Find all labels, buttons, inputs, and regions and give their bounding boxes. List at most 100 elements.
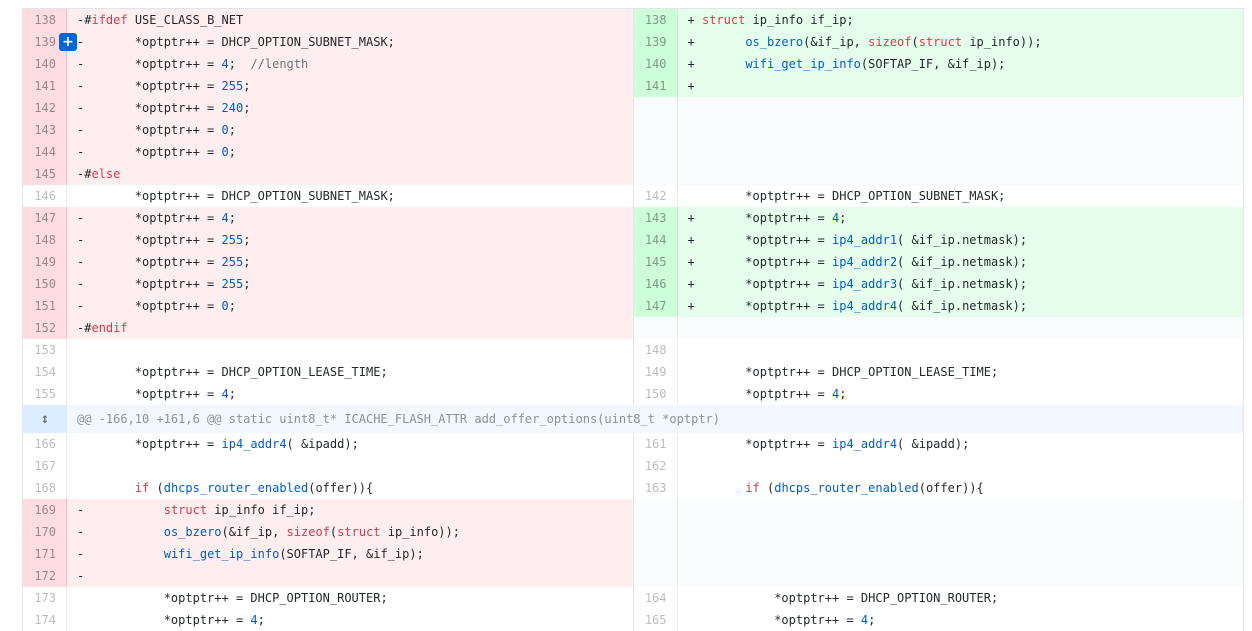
code-line: - *optptr++ = 255; [67,75,633,97]
line-number[interactable]: 140 [23,53,67,75]
line-number[interactable]: 145 [23,163,67,185]
code-line: - *optptr++ = 240; [67,97,633,119]
line-number[interactable] [633,565,678,587]
line-number[interactable]: 148 [23,229,67,251]
diff-marker: - [77,79,85,93]
line-number[interactable]: 138 [633,9,678,31]
line-number[interactable]: 142 [23,97,67,119]
code-token: *optptr++ = DHCP_OPTION_ROUTER; [84,591,388,605]
code-line: if (dhcps_router_enabled(offer)){ [678,477,1244,499]
line-number[interactable] [633,97,678,119]
diff-marker: - [77,321,85,335]
line-number[interactable]: 167 [23,455,67,477]
code-token: ; [243,101,251,115]
expand-icon[interactable]: ↕ [23,405,67,433]
line-number[interactable]: 145 [633,251,678,273]
code-token: ( &ipadd); [897,437,970,451]
line-number[interactable]: 172 [23,565,67,587]
line-number[interactable]: 164 [633,587,678,609]
line-number[interactable]: 165 [633,609,678,631]
code-line [677,141,1243,163]
line-number[interactable]: 169 [23,499,67,521]
line-number[interactable]: 170 [23,521,67,543]
code-line: + *optptr++ = 4; [677,207,1243,229]
line-number[interactable]: 139 [633,31,678,53]
diff-row: 145-#else [23,163,1243,185]
line-number[interactable]: 171 [23,543,67,565]
line-number[interactable] [633,521,678,543]
code-token: ip4_addr4 [221,437,287,451]
line-number[interactable]: 155 [23,383,67,405]
line-number[interactable]: 174 [23,609,67,631]
code-line: *optptr++ = 4; [67,609,633,631]
line-number[interactable]: 141 [633,75,678,97]
left-side: 167 [23,455,633,477]
left-side: 173 *optptr++ = DHCP_OPTION_ROUTER; [23,587,633,609]
line-number[interactable] [633,141,678,163]
line-number[interactable]: 154 [23,361,67,383]
line-number[interactable]: 173 [23,587,67,609]
code-line: - *optptr++ = 255; [67,229,633,251]
line-number[interactable]: 139 [23,31,67,53]
line-number[interactable]: 141 [23,75,67,97]
line-number[interactable] [633,317,678,339]
line-number[interactable]: 152 [23,317,67,339]
line-number[interactable]: 163 [633,477,678,499]
code-token: *optptr++ = [84,233,222,247]
code-token: *optptr++ = [694,613,861,627]
left-side: 153 [23,339,633,361]
code-token: *optptr++ = [84,145,222,159]
line-number[interactable]: 144 [633,229,678,251]
line-number[interactable]: 146 [633,273,678,295]
code-token: (&if_ip, [221,525,287,539]
line-number[interactable]: 140 [633,53,678,75]
left-side: 143- *optptr++ = 0; [23,119,633,141]
line-number[interactable]: 148 [633,339,678,361]
line-number[interactable]: 150 [23,273,67,295]
diff-marker: - [77,145,85,159]
code-token: ; [868,613,876,627]
right-side [632,565,1243,587]
diff-marker: - [77,277,85,291]
line-number[interactable] [633,163,678,185]
code-line: - *optptr++ = 4; [67,207,633,229]
line-number[interactable]: 153 [23,339,67,361]
line-number[interactable] [633,543,678,565]
left-side: 139+- *optptr++ = DHCP_OPTION_SUBNET_MAS… [23,31,633,53]
line-number[interactable] [633,119,678,141]
line-number[interactable]: 147 [633,295,678,317]
line-number[interactable]: 146 [23,185,67,207]
diff-marker [688,459,695,473]
add-comment-button[interactable]: + [59,33,77,51]
line-number[interactable]: 168 [23,477,67,499]
line-number[interactable]: 162 [633,455,678,477]
code-line: + *optptr++ = ip4_addr1( &if_ip.netmask)… [677,229,1243,251]
left-side: 174 *optptr++ = 4; [23,609,633,631]
line-number[interactable]: 142 [633,185,678,207]
line-number[interactable]: 166 [23,433,67,455]
code-token: ( &if_ip.netmask); [897,277,1028,291]
code-line: + wifi_get_ip_info(SOFTAP_IF, &if_ip); [677,53,1243,75]
code-token: ; [243,255,251,269]
line-number[interactable]: 151 [23,295,67,317]
code-token: ip_info if_ip; [207,503,316,517]
diff-row: 167 162 [23,455,1243,477]
right-side: 141+ [632,75,1243,97]
right-side: 147+ *optptr++ = ip4_addr4( &if_ip.netma… [632,295,1243,317]
code-token: struct [163,503,208,517]
line-number[interactable] [633,499,678,521]
line-number[interactable]: 147 [23,207,67,229]
line-number[interactable]: 143 [23,119,67,141]
line-number[interactable]: 149 [23,251,67,273]
line-number[interactable]: 138 [23,9,67,31]
line-number[interactable]: 144 [23,141,67,163]
line-number[interactable]: 143 [633,207,678,229]
line-number[interactable]: 150 [633,383,678,405]
right-side: 162 [632,455,1244,477]
line-number[interactable]: 149 [633,361,678,383]
line-number[interactable]: 161 [633,433,678,455]
diff-marker: + [687,233,695,247]
right-side [632,521,1243,543]
